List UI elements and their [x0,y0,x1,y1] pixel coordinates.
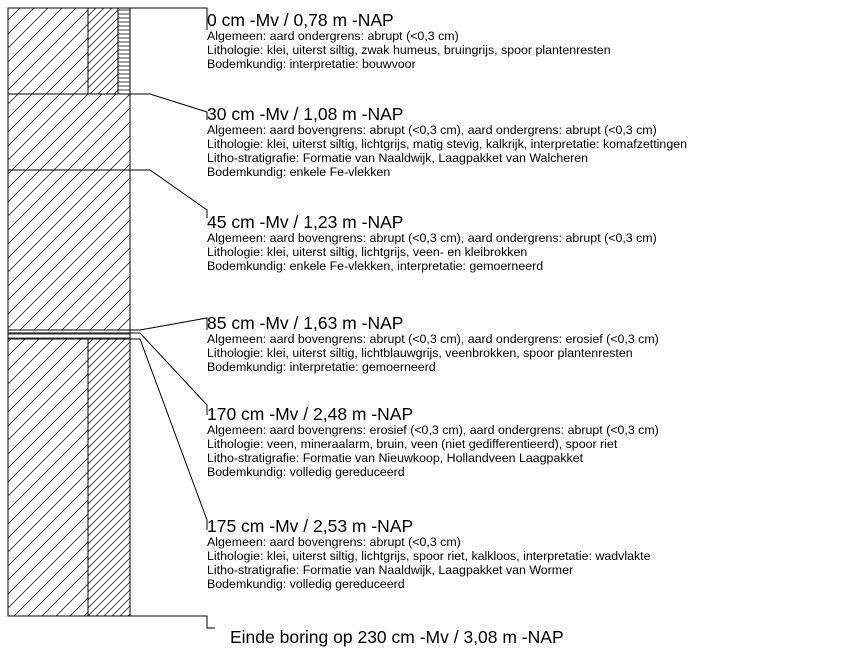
leader-line-4 [130,317,208,331]
layer-depth-header: 175 cm -Mv / 2,53 m -NAP [207,516,414,536]
layer-description-5: 170 cm -Mv / 2,48 m -NAP Algemeen: aard … [207,404,837,480]
leader-line-1 [130,7,208,30]
layer-3-column [7,169,131,331]
layer-info-line: Lithologie: klei, uiterst siltig, zwak h… [207,42,611,57]
layer-depth-header: 0 cm -Mv / 0,78 m -NAP [207,10,394,30]
layer-info-line: Litho-stratigrafie: Formatie van Naaldwi… [207,562,574,577]
end-of-boring-label: Einde boring op 230 cm -Mv / 3,08 m -NAP [230,627,564,647]
layer-depth-header: 45 cm -Mv / 1,23 m -NAP [207,212,404,232]
layer-info-line: Litho-stratigrafie: Formatie van Nieuwko… [207,450,584,465]
layer-info-line: Bodemkundig: enkele Fe-vlekken, interpre… [207,258,544,273]
leader-line-3 [130,169,208,218]
layer-info-line: Bodemkundig: enkele Fe-vlekken [207,164,391,179]
leader-line-6 [130,338,208,530]
leader-line-2 [130,93,208,120]
layer-info-line: Bodemkundig: volledig gereduceerd [207,464,405,479]
layer-2-column [7,93,131,171]
layer-info-line: Algemeen: aard bovengrens: abrupt (<0,3 … [207,535,461,549]
layer-info-line: Lithologie: klei, uiterst siltig, lichtg… [207,244,528,259]
leader-line-5 [130,332,208,415]
layer-description-4: 85 cm -Mv / 1,63 m -NAP Algemeen: aard b… [207,313,837,375]
layer-info-line: Algemeen: aard bovengrens: abrupt (<0,3 … [207,332,659,346]
layer-5-column [7,332,131,340]
layer-info-line: Litho-stratigrafie: Formatie van Naaldwi… [207,150,589,165]
layer-info-line: Bodemkundig: interpretatie: gemoerneerd [207,359,436,374]
layer-info-line: Bodemkundig: interpretatie: bouwvoor [207,56,416,71]
layer-info-line: Algemeen: aard bovengrens: erosief (<0,3… [207,423,659,437]
layer-info-line: Lithologie: klei, uiterst siltig, lichtb… [207,345,633,360]
layer-description-1: 0 cm -Mv / 0,78 m -NAP Algemeen: aard on… [207,10,837,72]
layer-info-line: Algemeen: aard ondergrens: abrupt (<0,3 … [207,29,459,43]
layer-info-line: Lithologie: veen, mineraalarm, bruin, ve… [207,436,618,451]
layer-6-column [7,338,131,617]
layer-description-6: 175 cm -Mv / 2,53 m -NAP Algemeen: aard … [207,516,837,592]
layer-depth-header: 30 cm -Mv / 1,08 m -NAP [207,104,404,124]
layer-info-line: Lithologie: klei, uiterst siltig, lichtg… [207,548,651,563]
layer-description-2: 30 cm -Mv / 1,08 m -NAP Algemeen: aard b… [207,104,837,180]
layer-1-column [7,7,131,95]
layer-description-3: 45 cm -Mv / 1,23 m -NAP Algemeen: aard b… [207,212,837,274]
layer-info-line: Bodemkundig: volledig gereduceerd [207,576,405,591]
leader-line-end [130,615,215,629]
layer-depth-header: 85 cm -Mv / 1,63 m -NAP [207,313,404,333]
layer-info-line: Lithologie: klei, uiterst siltig, lichtg… [207,136,687,151]
layer-depth-header: 170 cm -Mv / 2,48 m -NAP [207,404,414,424]
layer-info-line: Algemeen: aard bovengrens: abrupt (<0,3 … [207,231,657,245]
layer-info-line: Algemeen: aard bovengrens: abrupt (<0,3 … [207,123,657,137]
